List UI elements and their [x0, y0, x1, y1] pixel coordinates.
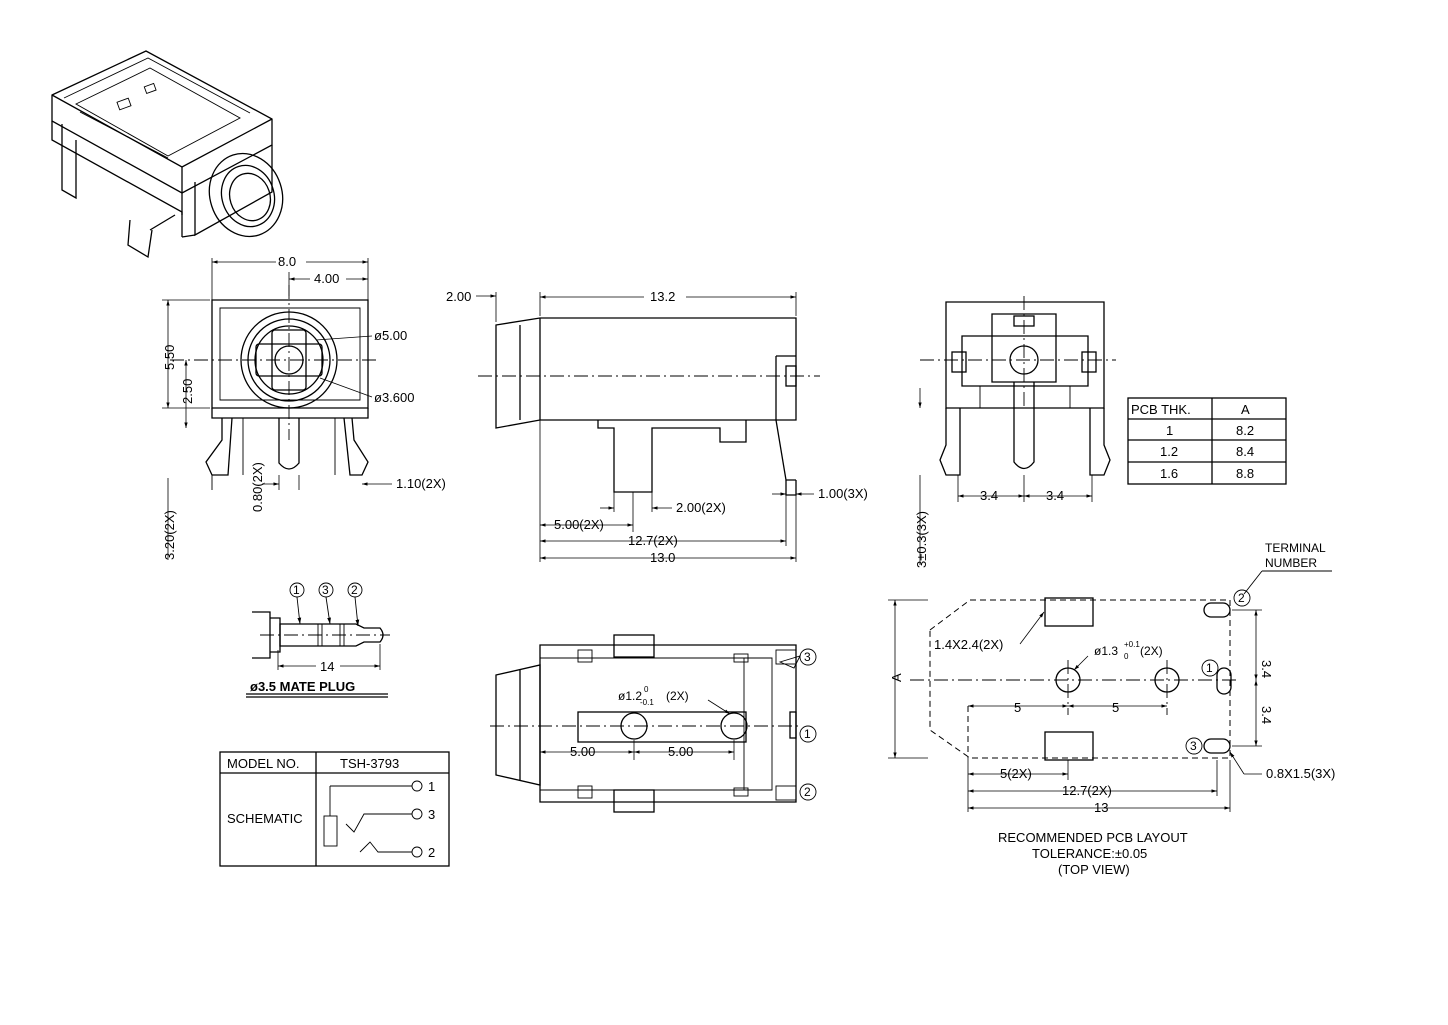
pcb-caption-2: TOLERANCE:±0.05: [1032, 846, 1147, 861]
schematic-label: SCHEMATIC: [227, 811, 303, 826]
schematic-pin-3: 3: [428, 807, 435, 822]
front-half-width-dim: 4.00: [314, 271, 339, 286]
plug-marker-3: 3: [322, 583, 329, 597]
plug-caption: ø3.5 MATE PLUG: [250, 679, 355, 694]
pcb-table-header-thk: PCB THK.: [1131, 402, 1191, 417]
rear-right-pitch: 3.4: [1046, 488, 1064, 503]
pcb-hole-tol-upper: +0.1: [1124, 640, 1140, 649]
pcb-slot-dim: 0.8X1.5(3X): [1266, 766, 1335, 781]
bottom-view: [490, 634, 817, 813]
pcb-terminal-2: 2: [1238, 591, 1245, 605]
bottom-terminal-1: 1: [804, 727, 811, 741]
side-tab-width-dim: 1.00(3X): [818, 486, 868, 501]
bottom-hole-tol-upper: 0: [644, 685, 649, 694]
pcb-table-row2-a: 8.4: [1236, 444, 1254, 459]
pcb-hole-count: (2X): [1140, 644, 1163, 658]
side-nose-dim: 2.00: [446, 289, 471, 304]
pcb-dim-13: 13: [1094, 800, 1108, 815]
bottom-hole-label: ø1.2: [618, 689, 642, 703]
front-view: [162, 258, 392, 560]
front-pin-length-dim: 3.20(2X): [162, 510, 177, 560]
pcb-table-row1-a: 8.2: [1236, 423, 1254, 438]
pcb-dim-5-left: 5: [1014, 700, 1021, 715]
side-pin-width-dim: 2.00(2X): [676, 500, 726, 515]
title-block: [219, 751, 450, 867]
pcb-table-row3-a: 8.8: [1236, 466, 1254, 481]
pcb-table-header-a: A: [1241, 402, 1250, 417]
pcb-thickness-table: [1127, 397, 1287, 485]
pcb-dim-5-right: 5: [1112, 700, 1119, 715]
front-inner-dia: ø3.600: [374, 390, 414, 405]
plug-length-dim: 14: [320, 659, 334, 674]
rear-pin-length-dim: 3±0.3(3X): [914, 511, 929, 568]
isometric-view: [51, 50, 284, 259]
bottom-terminal-3: 3: [804, 650, 811, 664]
side-total-dim: 13.0: [650, 550, 675, 565]
plug-marker-2: 2: [351, 583, 358, 597]
front-width-dim: 8.0: [278, 254, 296, 269]
terminal-number-title-2: NUMBER: [1265, 556, 1317, 570]
schematic-pin-1: 1: [428, 779, 435, 794]
pcb-dim-34-bottom: 3.4: [1259, 706, 1274, 724]
pcb-table-row2-thk: 1.2: [1160, 444, 1178, 459]
model-no-label: MODEL NO.: [227, 756, 299, 771]
model-no-value: TSH-3793: [340, 756, 399, 771]
pcb-dim-a: A: [889, 673, 904, 682]
pcb-table-row1-thk: 1: [1166, 423, 1173, 438]
mate-plug: [246, 582, 390, 698]
pcb-terminal-3: 3: [1190, 739, 1197, 753]
pcb-caption-1: RECOMMENDED PCB LAYOUT: [998, 830, 1188, 845]
pcb-layout: [888, 570, 1332, 812]
bottom-dim-a: 5.00: [570, 744, 595, 759]
pcb-hole-tol-lower: 0: [1124, 652, 1129, 661]
pcb-terminal-1: 1: [1206, 661, 1213, 675]
rear-view: [918, 296, 1116, 565]
bottom-terminal-2: 2: [804, 785, 811, 799]
bottom-hole-count: (2X): [666, 689, 689, 703]
bottom-hole-tol-lower: -0.1: [640, 698, 654, 707]
side-pin-span-dim: 12.7(2X): [628, 533, 678, 548]
pcb-dim-127: 12.7(2X): [1062, 783, 1112, 798]
side-pin-offset-dim: 5.00(2X): [554, 517, 604, 532]
bottom-dim-b: 5.00: [668, 744, 693, 759]
terminal-number-title-1: TERMINAL: [1265, 541, 1326, 555]
pcb-dim-34-top: 3.4: [1259, 660, 1274, 678]
rear-left-pitch: 3.4: [980, 488, 998, 503]
side-length-dim: 13.2: [650, 289, 675, 304]
front-center-height-dim: 2.50: [180, 379, 195, 404]
pcb-pad-dim: 1.4X2.4(2X): [934, 637, 1003, 652]
pcb-table-row3-thk: 1.6: [1160, 466, 1178, 481]
schematic-pin-2: 2: [428, 845, 435, 860]
side-view: [476, 292, 820, 562]
front-height-dim: 5.50: [162, 345, 177, 370]
front-pin-width-dim: 0.80(2X): [250, 462, 265, 512]
pcb-dim-5-2x: 5(2X): [1000, 766, 1032, 781]
front-outer-dia: ø5.00: [374, 328, 407, 343]
pcb-hole-label: ø1.3: [1094, 644, 1118, 658]
front-pin-side-dim: 1.10(2X): [396, 476, 446, 491]
pcb-caption-3: (TOP VIEW): [1058, 862, 1130, 877]
plug-marker-1: 1: [293, 583, 300, 597]
